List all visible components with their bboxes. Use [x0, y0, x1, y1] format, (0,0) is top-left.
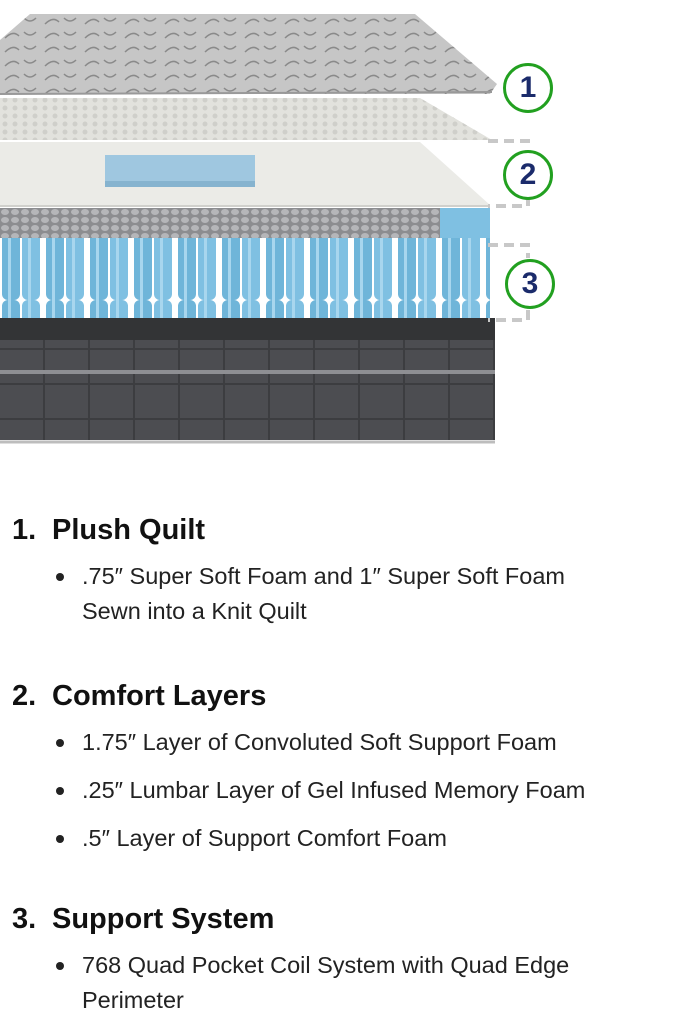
mattress-layers-illustration	[0, 0, 686, 470]
section-support-system: 3.Support System 768 Quad Pocket Coil Sy…	[12, 903, 642, 1031]
section-heading: 1.Plush Quilt	[12, 514, 206, 546]
section-heading: 2.Comfort Layers	[12, 680, 267, 712]
section-comfort-layers: 2.Comfort Layers 1.75″ Layer of Convolut…	[12, 680, 585, 869]
plush-quilt-layer	[0, 14, 497, 95]
section-plush-quilt: 1.Plush Quilt .75″ Super Soft Foam and 1…	[12, 514, 622, 642]
section-heading: 3.Support System	[12, 903, 275, 935]
list-item: .5″ Layer of Support Comfort Foam	[12, 821, 585, 856]
layer-badge-3: 3	[505, 259, 555, 309]
base-layer	[0, 318, 495, 444]
list-item: 1.75″ Layer of Convoluted Soft Support F…	[12, 725, 585, 760]
list-item: .25″ Lumbar Layer of Gel Infused Memory …	[12, 773, 585, 808]
list-item: .75″ Super Soft Foam and 1″ Super Soft F…	[12, 559, 622, 629]
pocket-coil-layer	[0, 208, 490, 318]
layer-badge-2: 2	[503, 150, 553, 200]
gel-memory-foam-layer	[0, 142, 490, 207]
list-item: 768 Quad Pocket Coil System with Quad Ed…	[12, 948, 642, 1018]
layer-badge-1: 1	[503, 63, 553, 113]
convoluted-foam-layer	[0, 98, 492, 140]
